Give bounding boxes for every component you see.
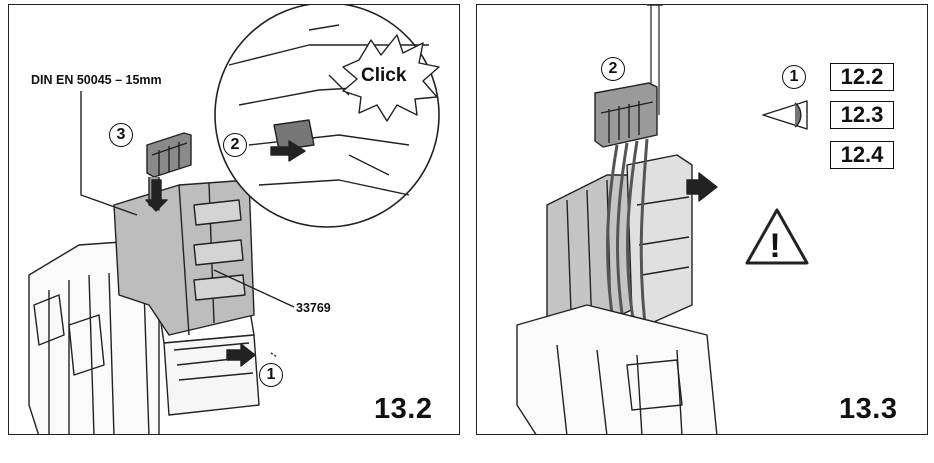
reference-12-2: 12.2 bbox=[830, 63, 894, 91]
warning-triangle-icon: ! bbox=[769, 227, 780, 265]
figure-number: 13.2 bbox=[374, 393, 433, 425]
step-3-marker: 3 bbox=[109, 123, 133, 147]
step-1-marker: 1 bbox=[782, 65, 806, 89]
reference-12-3: 12.3 bbox=[830, 101, 894, 129]
wiring-illustration: ! bbox=[516, 5, 809, 434]
figure-13-3-panel: ! 2 1 12.2 12.3 12.4 13.3 bbox=[476, 4, 928, 435]
part-number-label: 33769 bbox=[296, 301, 331, 315]
step-2-marker: 2 bbox=[223, 133, 247, 157]
figure-number: 13.3 bbox=[839, 393, 898, 425]
figure-13-2-panel: DIN EN 50045 – 15mm 33769 Click 3 2 1 13… bbox=[8, 4, 460, 435]
click-label: Click bbox=[361, 65, 407, 86]
breaker-assembly-illustration bbox=[28, 5, 440, 434]
step-2-marker: 2 bbox=[601, 57, 625, 81]
reference-12-4: 12.4 bbox=[830, 141, 894, 169]
step-1-marker: 1 bbox=[259, 363, 283, 387]
din-rail-label: DIN EN 50045 – 15mm bbox=[31, 73, 162, 87]
